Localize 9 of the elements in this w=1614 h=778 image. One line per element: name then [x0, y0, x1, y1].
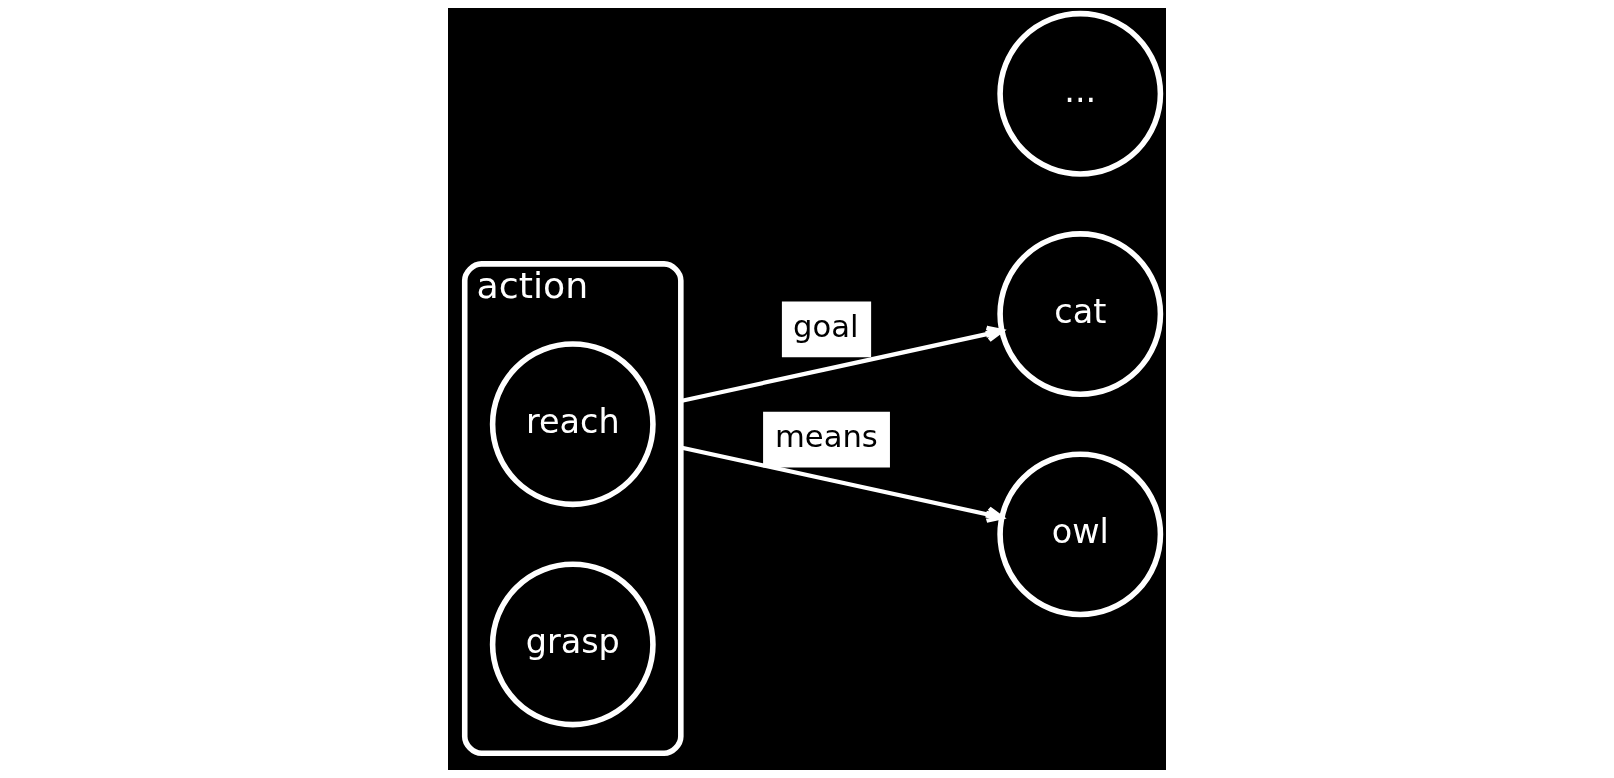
node-circle: cat	[997, 231, 1164, 398]
edge-label: goal	[793, 309, 859, 345]
node-circle: owl	[997, 451, 1164, 618]
node-circle: ...	[997, 10, 1164, 177]
node-circle: grasp	[489, 561, 656, 728]
arrow	[680, 325, 1004, 403]
arrow	[680, 445, 1004, 523]
node-circle: reach	[489, 341, 656, 508]
edge-label: means	[774, 419, 878, 455]
